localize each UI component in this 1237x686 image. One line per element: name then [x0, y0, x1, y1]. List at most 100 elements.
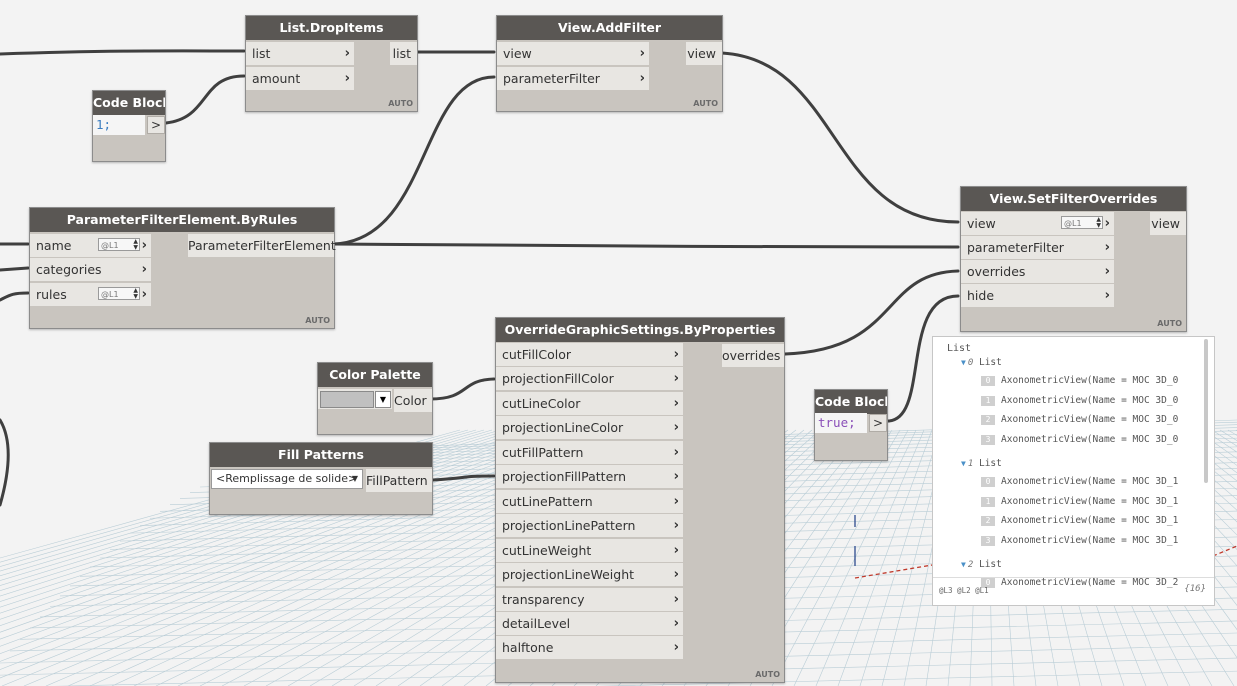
input-port-projectionlinecolor[interactable]: projectionLineColor ›	[496, 416, 683, 440]
port-label: projectionLinePattern	[502, 518, 636, 534]
up-down-icon: ▲▼	[1096, 216, 1101, 229]
sublist-label: List	[978, 357, 1002, 368]
node-view-setfilteroverrides[interactable]: View.SetFilterOverrides view @L1▲▼ › par…	[960, 186, 1187, 332]
node-title: Fill Patterns	[210, 443, 432, 467]
grid-line	[837, 429, 933, 686]
node-title: Code Block	[815, 390, 887, 414]
input-port-cutlineweight[interactable]: cutLineWeight›	[496, 538, 683, 562]
input-port-categories[interactable]: categories›	[30, 258, 151, 281]
color-swatch-picker[interactable]: ▼	[318, 389, 392, 409]
port-label: amount	[252, 71, 301, 86]
input-port-rules[interactable]: rules @L1▲▼ ›	[30, 283, 151, 306]
input-port-cutfillcolor[interactable]: cutFillColor›	[496, 343, 683, 366]
code-editor[interactable]: 1;	[93, 115, 145, 135]
input-port-cutlinepattern[interactable]: cutLinePattern›	[496, 489, 683, 513]
input-port-projectionfillpattern[interactable]: projectionFillPattern›	[496, 465, 683, 489]
list-levels: @L3 @L2 @L1	[939, 586, 989, 595]
port-label: overrides	[967, 264, 1026, 279]
chevron-down-icon: ▼	[351, 474, 358, 483]
code-editor[interactable]: true;	[815, 413, 867, 433]
watch-sublist-header[interactable]: ▼2 List	[961, 559, 1002, 570]
port-label: Color	[394, 393, 427, 408]
chevron-right-icon: ›	[1104, 288, 1110, 303]
item-text: AxonometricView(Name = MOC 3D_0	[1001, 434, 1179, 446]
lacing-label: AUTO	[755, 670, 780, 679]
node-view-addfilter[interactable]: View.AddFilter view› parameterFilter› vi…	[496, 15, 723, 112]
output-port-fillpattern[interactable]: FillPattern	[366, 469, 432, 492]
chevron-right-icon: ›	[673, 420, 679, 436]
input-port-transparency[interactable]: transparency›	[496, 587, 683, 611]
scrollbar[interactable]	[1204, 339, 1208, 483]
input-port-amount[interactable]: amount ›	[246, 67, 354, 90]
watch-sublist-header[interactable]: ▼1 List	[961, 458, 1002, 469]
list-level-selector[interactable]: @L1▲▼	[1061, 216, 1103, 229]
output-port-view[interactable]: view	[1150, 212, 1186, 235]
fill-pattern-dropdown[interactable]: <Remplissage de solide> ▼	[211, 469, 363, 489]
input-port-view[interactable]: view›	[497, 42, 649, 65]
lacing-label: AUTO	[693, 99, 718, 108]
input-port-overrides[interactable]: overrides›	[961, 260, 1114, 283]
item-index: 3	[981, 435, 995, 446]
output-port[interactable]: >	[869, 414, 887, 432]
input-port-parameterfilter[interactable]: parameterFilter›	[961, 236, 1114, 259]
node-parameterfilterelement-byrules[interactable]: ParameterFilterElement.ByRules name @L1▲…	[29, 207, 336, 329]
input-port-halftone[interactable]: halftone›	[496, 636, 683, 660]
port-label: halftone	[502, 640, 554, 656]
output-port-view[interactable]: view	[686, 42, 722, 65]
node-title: OverrideGraphicSettings.ByProperties	[496, 318, 784, 342]
expand-triangle-icon: ▼	[961, 358, 966, 367]
item-index: 0	[981, 376, 995, 386]
output-port-parameterfilterelement[interactable]: ParameterFilterElement	[188, 234, 336, 257]
item-count: {16}	[1184, 584, 1206, 594]
port-label: view	[1151, 216, 1180, 231]
input-port-parameterfilter[interactable]: parameterFilter›	[497, 67, 649, 90]
node-list-dropitems[interactable]: List.DropItems list› amount› list AUTO	[245, 15, 418, 112]
node-code-block[interactable]: Code Block 1; >	[92, 90, 166, 162]
watch-item[interactable]: 3 AxonometricView(Name = MOC 3D_0	[981, 434, 1179, 446]
input-port-hide[interactable]: hide›	[961, 284, 1114, 307]
grid-line	[596, 670, 1237, 686]
dropdown-button[interactable]: ▼	[375, 391, 391, 408]
input-port-cutfillpattern[interactable]: cutFillPattern›	[496, 440, 683, 464]
chevron-right-icon: ›	[673, 615, 679, 631]
input-port-name[interactable]: name @L1▲▼ ›	[30, 234, 151, 257]
node-overridegraphicsettings-byproperties[interactable]: OverrideGraphicSettings.ByProperties ove…	[495, 317, 785, 683]
node-color-palette[interactable]: Color Palette ▼ Color	[317, 362, 433, 435]
node-code-block[interactable]: Code Block true; >	[814, 389, 888, 461]
output-port-list[interactable]: list	[390, 42, 417, 65]
list-level-selector[interactable]: @L1▲▼	[98, 238, 140, 251]
input-port-detaillevel[interactable]: detailLevel›	[496, 611, 683, 635]
grid-line	[793, 429, 917, 686]
item-index: 1	[981, 395, 995, 406]
node-fill-patterns[interactable]: Fill Patterns <Remplissage de solide> ▼ …	[209, 442, 433, 515]
chevron-right-icon: ›	[673, 591, 679, 607]
input-port-view[interactable]: view @L1▲▼ ›	[961, 212, 1114, 235]
chevron-right-icon: ›	[639, 46, 645, 61]
grid-line	[0, 429, 565, 626]
watch-sublist-header[interactable]: ▼0 List	[961, 357, 1002, 368]
input-port-list[interactable]: list›	[246, 42, 354, 65]
list-level-selector[interactable]: @L1▲▼	[98, 287, 140, 300]
output-port[interactable]: >	[147, 116, 165, 134]
chevron-right-icon: ›	[344, 71, 350, 86]
input-port-cutlinecolor[interactable]: cutLineColor›	[496, 391, 683, 415]
input-port-projectionlinepattern[interactable]: projectionLinePattern›	[496, 514, 683, 538]
node-title: View.AddFilter	[497, 16, 722, 40]
port-label: projectionLineColor	[502, 420, 624, 436]
input-port-projectionlineweight[interactable]: projectionLineWeight›	[496, 563, 683, 587]
output-port-color[interactable]: Color	[394, 389, 432, 412]
output-port-overrides[interactable]: overrides	[722, 344, 784, 367]
port-label: cutLineWeight	[502, 542, 592, 558]
port-label: ParameterFilterElement	[188, 238, 336, 253]
input-port-projectionfillcolor[interactable]: projectionFillColor›	[496, 367, 683, 391]
chevron-right-icon: ›	[673, 347, 679, 362]
